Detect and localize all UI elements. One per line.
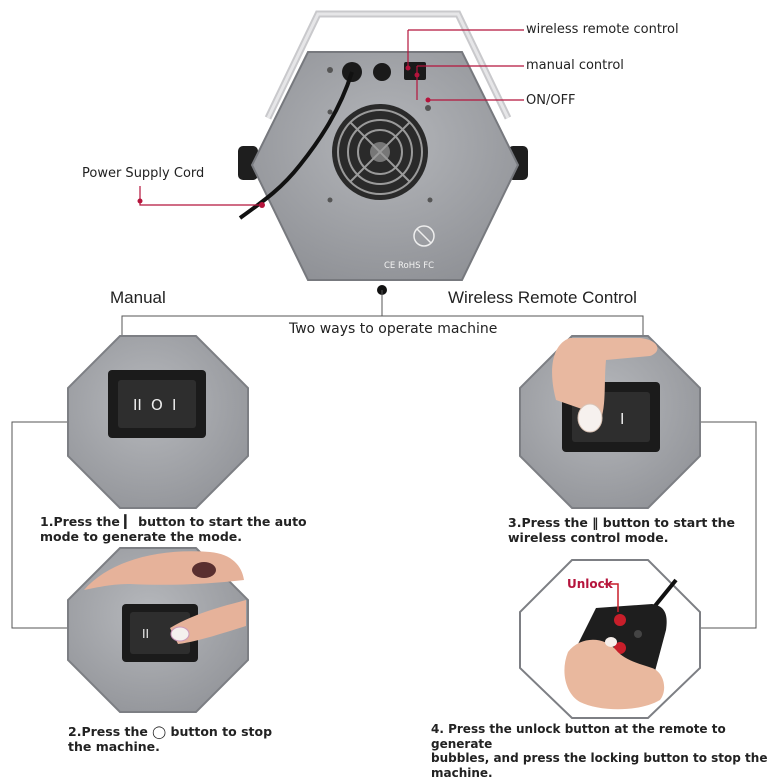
remote-socket — [373, 63, 391, 81]
center-caption: Two ways to operate machine — [287, 321, 499, 337]
onoff-switch — [404, 62, 426, 80]
octagon-wireless-switch: I — [520, 336, 700, 508]
step-3: 3.Press the ‖ button to start the wirele… — [508, 515, 735, 545]
callout-onoff: ON/OFF — [526, 93, 576, 109]
octagon-manual-switch: II O I — [68, 336, 248, 508]
switch-label-right: I — [172, 396, 176, 414]
fingernail-white — [171, 627, 189, 641]
switch-label-mid: O — [151, 396, 163, 414]
step-2: 2.Press the ◯ button to stop the machine… — [68, 724, 272, 754]
fingernail-pressing — [578, 404, 602, 432]
octagon-manual-stop: II — [68, 548, 248, 712]
step-1-line-2: mode to generate the mode. — [40, 529, 307, 544]
step-4-line-1: 4. Press the unlock button at the remote… — [431, 722, 768, 751]
heading-manual: Manual — [110, 288, 166, 308]
step-2-line-1: 2.Press the ◯ button to stop — [68, 724, 272, 739]
unlock-button — [614, 614, 626, 626]
callout-wireless: wireless remote control — [526, 22, 679, 38]
callout-manual: manual control — [526, 58, 624, 74]
step-4: 4. Press the unlock button at the remote… — [431, 722, 768, 780]
step-3-line-1: 3.Press the ‖ button to start the — [508, 515, 735, 530]
step-3-line-2: wireless control mode. — [508, 530, 735, 545]
fingernail — [192, 562, 216, 578]
step-4-line-2: bubbles, and press the locking button to… — [431, 751, 768, 766]
unlock-label: Unlock — [567, 576, 613, 592]
heading-wireless: Wireless Remote Control — [448, 288, 637, 308]
switch-label-left: II — [133, 396, 142, 414]
step-1-line-1: 1.Press the ▎ button to start the auto — [40, 514, 307, 529]
fan-icon — [332, 104, 428, 200]
step-2-line-2: the machine. — [68, 739, 272, 754]
bubble-machine — [238, 14, 528, 280]
callout-power: Power Supply Cord — [82, 166, 204, 182]
step-1: 1.Press the ▎ button to start the auto m… — [40, 514, 307, 544]
switch3-label-right: I — [620, 410, 624, 428]
certification-marks: CE RoHS FC — [384, 258, 434, 274]
switch2-label-left: II — [142, 627, 149, 641]
